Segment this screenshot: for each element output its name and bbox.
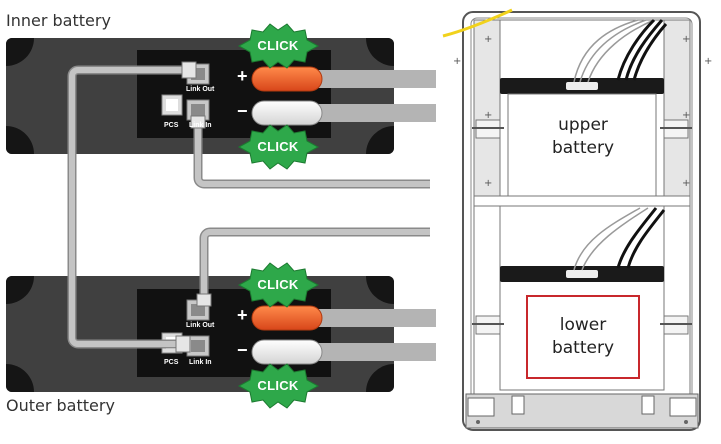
svg-text:+: + [484,110,492,121]
inner-positive-cap [251,66,323,92]
outer-power-cables [251,305,436,365]
click-star-burst [237,262,320,308]
svg-text:+: + [484,34,492,45]
svg-text:+: + [682,110,690,121]
click-star-burst [237,363,320,409]
inner-positive-cable [318,70,436,88]
inner-negative-cable [318,104,436,122]
click-label: CLICK [257,38,299,53]
click-star-burst [237,124,320,170]
battery-cabinet: + + + + + + + + [442,8,712,431]
outer-battery-corner [6,364,34,392]
cabinet-base [465,393,699,429]
inner-positive-sign: + [237,66,248,86]
inner-battery-corner [366,126,394,154]
outer-battery-corner [6,276,34,304]
outer-battery-label: Outer battery [6,396,115,415]
upper-battery-line2: battery [551,138,615,158]
outer-positive-cap [251,305,323,331]
lower-battery-label: lower battery [533,314,633,360]
upper-battery-line1: upper [558,115,608,135]
click-star-burst [237,23,320,69]
outer-battery-corner [366,276,394,304]
lower-battery-highlight [526,295,640,379]
inner-power-cables [251,66,436,126]
inner-negative-cap [251,100,323,126]
upper-battery-label: upper battery [533,114,633,160]
svg-text:+: + [682,178,690,189]
inner-negative-sign: − [237,101,248,121]
inner-battery-corner [6,126,34,154]
inner-battery-label: Inner battery [6,11,111,30]
outer-positive-cable [318,309,436,327]
svg-text:+: + [453,56,461,67]
inner-battery-corner [366,38,394,66]
outer-link-out-label: Link Out [186,322,215,329]
svg-text:+: + [704,56,712,67]
click-label: CLICK [257,139,299,154]
lower-battery-line2: battery [551,338,615,358]
communication-cables [67,65,430,349]
click-label: CLICK [257,277,299,292]
outer-negative-sign: − [237,340,248,360]
inner-link-in-label: Link In [189,122,212,129]
click-badges [237,23,320,409]
rj45-connectors [175,61,212,353]
inner-link-out-label: Link Out [186,86,215,93]
outer-pcs-label: PCS [164,359,179,366]
click-label: CLICK [257,378,299,393]
outer-negative-cable [318,343,436,361]
inner-battery-corner [6,38,34,66]
outer-negative-cap [251,339,323,365]
outer-link-in-label: Link In [189,359,212,366]
ground-wire [442,8,513,38]
svg-text:+: + [484,178,492,189]
svg-text:+: + [682,34,690,45]
outer-battery-corner [366,364,394,392]
lower-battery-line1: lower [559,315,607,335]
outer-positive-sign: + [237,305,248,325]
inner-pcs-label: PCS [164,122,179,129]
